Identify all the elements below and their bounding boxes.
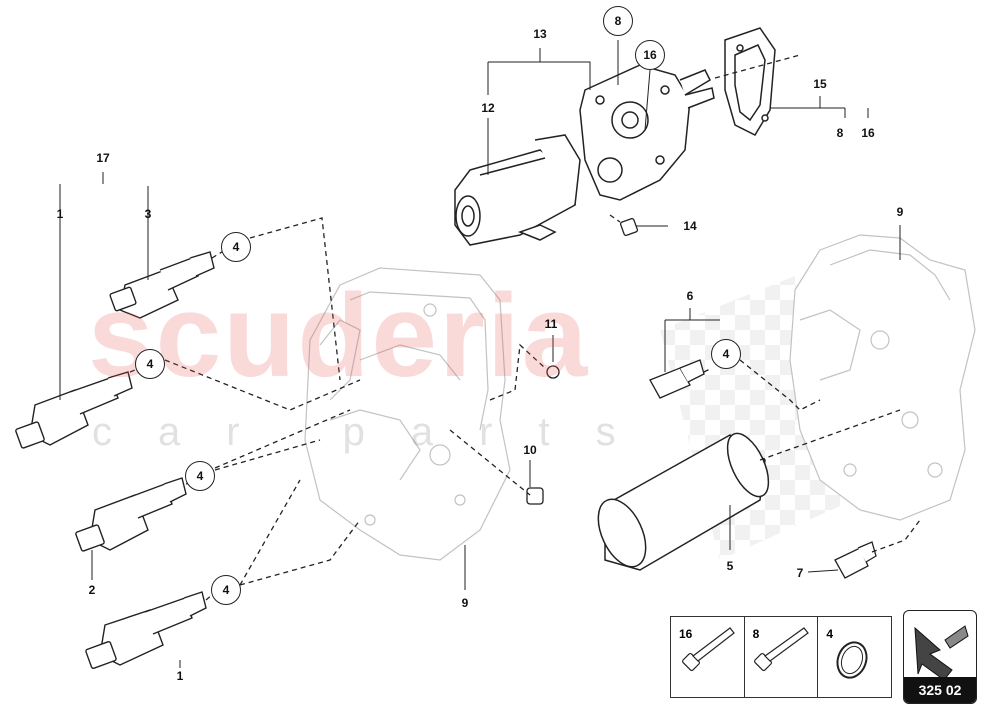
solenoid-valve-2 (75, 477, 187, 552)
filter-cartridge (597, 432, 770, 571)
actuator-motor (454, 134, 581, 246)
valve-body-left (304, 267, 511, 561)
solenoid-valve-3 (109, 251, 215, 319)
legend-bolt-8 (754, 627, 809, 671)
solenoid-valve-1-top (15, 371, 133, 449)
sensor-7 (834, 541, 877, 579)
navigation-arrow-icon (914, 625, 969, 681)
dashed-leaders (129, 54, 921, 601)
legend-o-ring-4 (836, 641, 868, 679)
washer-11 (546, 365, 560, 379)
solid-leaders (59, 40, 901, 668)
valve-body-right (789, 234, 976, 521)
legend-bolt-16 (682, 627, 735, 671)
sensor-6 (649, 359, 705, 399)
gasket (724, 27, 776, 136)
plug-10 (526, 487, 544, 505)
plug-14 (619, 217, 639, 237)
solenoid-valve-1-bottom (85, 591, 207, 669)
pump-housing (579, 64, 715, 201)
